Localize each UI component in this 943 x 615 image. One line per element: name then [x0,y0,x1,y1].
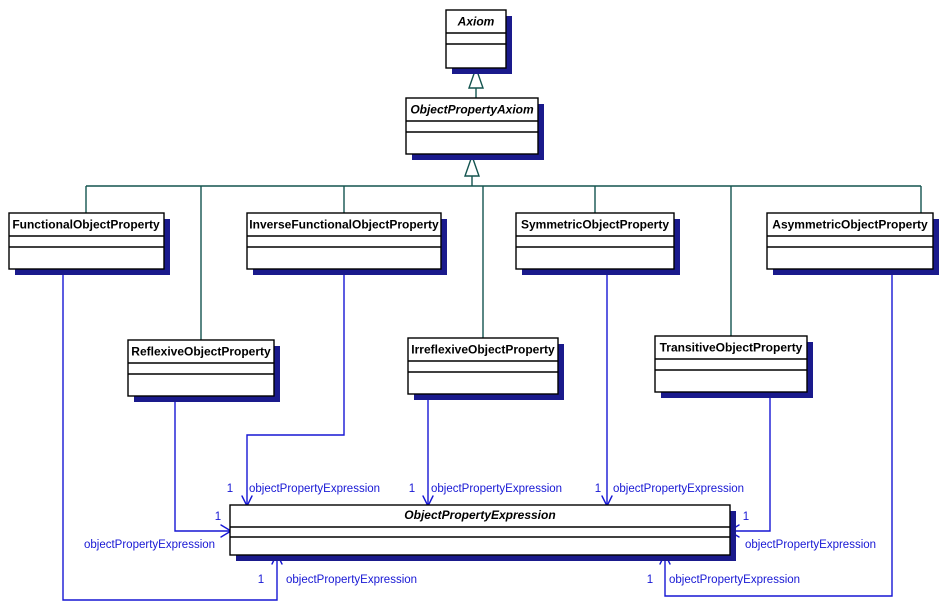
class-name-functionalobjectproperty: FunctionalObjectProperty [12,218,160,232]
class-body-irreflexiveobjectproperty [407,337,559,395]
class-box-asymmetricobjectproperty[interactable]: AsymmetricObjectProperty [766,212,939,275]
class-body-inversefunctionalobjectproperty [246,212,442,270]
class-box-objectpropertyexpression[interactable]: ObjectPropertyExpression [229,504,736,561]
class-box-symmetricobjectproperty[interactable]: SymmetricObjectProperty [515,212,680,275]
assoc-role-irreflexive: objectPropertyExpression [431,483,562,495]
class-name-objectpropertyexpression: ObjectPropertyExpression [404,508,555,522]
class-box-transitiveobjectproperty[interactable]: TransitiveObjectProperty [654,335,813,398]
class-box-axiom[interactable]: Axiom [445,9,512,74]
class-body-symmetricobjectproperty [515,212,675,270]
class-name-irreflexiveobjectproperty: IrreflexiveObjectProperty [411,343,555,357]
class-body-objectpropertyexpression [229,504,731,556]
assoc-multiplicity-irreflexive: 1 [409,483,415,495]
class-body-reflexiveobjectproperty [127,339,275,397]
assoc-edge-functional [62,269,278,601]
assoc-role-functional: objectPropertyExpression [286,574,417,586]
association-labels: 1 objectPropertyExpression 1 objectPrope… [84,483,876,586]
assoc-role-asymmetric: objectPropertyExpression [669,574,800,586]
class-box-functionalobjectproperty[interactable]: FunctionalObjectProperty [8,212,170,275]
class-name-asymmetricobjectproperty: AsymmetricObjectProperty [772,218,928,232]
generalization-triangle-objectpropertyaxiom [464,153,480,177]
class-name-axiom: Axiom [457,15,495,29]
class-name-objectpropertyaxiom: ObjectPropertyAxiom [410,103,534,117]
class-name-reflexiveobjectproperty: ReflexiveObjectProperty [131,345,271,359]
generalization-triangle-axiom [468,65,484,89]
association-edges [62,269,893,601]
assoc-role-inverse-functional: objectPropertyExpression [249,483,380,495]
assoc-edge-inverse-functional [246,269,345,505]
class-body-functionalobjectproperty [8,212,165,270]
assoc-edge-reflexive [174,396,230,532]
assoc-multiplicity-transitive: 1 [743,511,749,523]
class-box-inversefunctionalobjectproperty[interactable]: InverseFunctionalObjectProperty [246,212,447,275]
class-name-symmetricobjectproperty: SymmetricObjectProperty [521,218,669,232]
generalization-arrowheads [464,65,484,177]
assoc-role-symmetric: objectPropertyExpression [613,483,744,495]
assoc-multiplicity-symmetric: 1 [595,483,601,495]
assoc-multiplicity-inverse-functional: 1 [227,483,233,495]
class-box-irreflexiveobjectproperty[interactable]: IrreflexiveObjectProperty [407,337,564,400]
assoc-role-reflexive: objectPropertyExpression [84,539,215,551]
class-box-objectpropertyaxiom[interactable]: ObjectPropertyAxiom [405,97,544,160]
assoc-multiplicity-reflexive: 1 [215,511,221,523]
class-body-axiom [445,9,507,69]
assoc-edge-asymmetric [664,269,893,597]
assoc-multiplicity-asymmetric: 1 [647,574,653,586]
class-body-objectpropertyaxiom [405,97,539,155]
class-body-asymmetricobjectproperty [766,212,934,270]
class-name-transitiveobjectproperty: TransitiveObjectProperty [660,341,803,355]
class-name-inversefunctionalobjectproperty: InverseFunctionalObjectProperty [249,218,439,232]
assoc-edge-transitive [730,392,771,532]
class-body-transitiveobjectproperty [654,335,808,393]
assoc-multiplicity-functional: 1 [258,574,264,586]
class-box-reflexiveobjectproperty[interactable]: ReflexiveObjectProperty [127,339,280,402]
assoc-role-transitive: objectPropertyExpression [745,539,876,551]
generalization-edges: Axiom --> [85,78,922,340]
